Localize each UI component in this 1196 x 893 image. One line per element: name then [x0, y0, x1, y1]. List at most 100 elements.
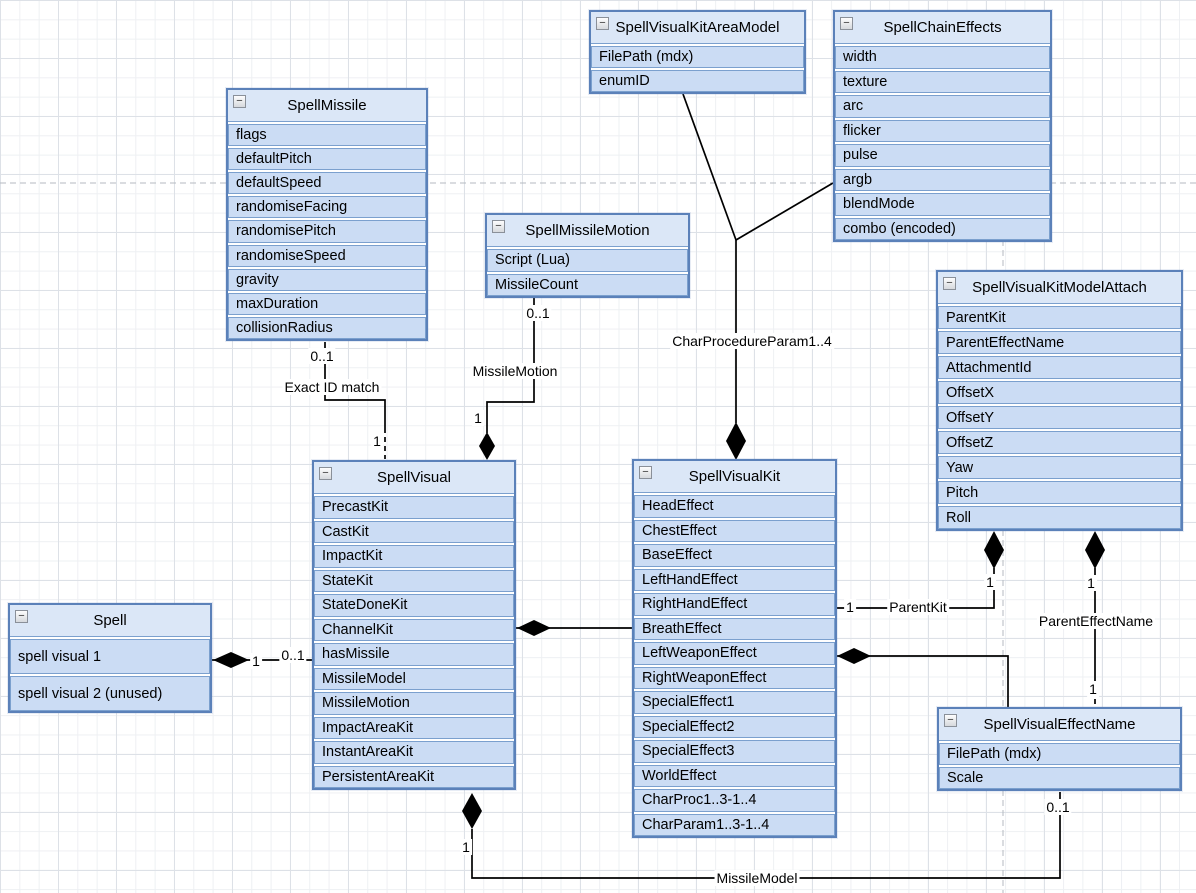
collapse-icon[interactable]: −	[233, 95, 246, 108]
attribute-row[interactable]: combo (encoded)	[835, 217, 1050, 240]
attribute-row[interactable]: ChannelKit	[314, 618, 514, 641]
attribute-row[interactable]: MissileCount	[487, 273, 688, 296]
attribute-row[interactable]: width	[835, 46, 1050, 69]
attribute-row[interactable]: ParentKit	[938, 306, 1181, 329]
entity-spellvisualeffectname[interactable]: − SpellVisualEffectName FilePath (mdx)Sc…	[937, 707, 1182, 791]
attribute-row[interactable]: WorldEffect	[634, 764, 835, 787]
attribute-row[interactable]: randomiseSpeed	[228, 244, 426, 267]
attribute-row[interactable]: OffsetZ	[938, 431, 1181, 454]
attribute-row[interactable]: SpecialEffect2	[634, 715, 835, 738]
attribute-row[interactable]: arc	[835, 95, 1050, 118]
attribute-row[interactable]: CastKit	[314, 520, 514, 543]
collapse-icon[interactable]: −	[319, 467, 332, 480]
attribute-row[interactable]: Roll	[938, 506, 1181, 529]
attribute-row[interactable]: MissileMotion	[314, 692, 514, 715]
connector-areamodel[interactable]	[682, 93, 737, 241]
attribute-row[interactable]: PrecastKit	[314, 496, 514, 519]
composition-diamond[interactable]	[517, 620, 551, 636]
attribute-row[interactable]: ParentEffectName	[938, 331, 1181, 354]
attribute-row[interactable]: FilePath (mdx)	[591, 46, 804, 68]
entity-header[interactable]: − SpellVisualKitAreaModel	[591, 12, 804, 44]
attribute-row[interactable]: Yaw	[938, 456, 1181, 479]
composition-diamond[interactable]	[837, 648, 871, 664]
attribute-row[interactable]: AttachmentId	[938, 356, 1181, 379]
attribute-row[interactable]: FilePath (mdx)	[939, 743, 1180, 765]
attribute-row[interactable]: maxDuration	[228, 292, 426, 315]
attribute-row[interactable]: SpecialEffect1	[634, 691, 835, 714]
connector-effectname[interactable]	[837, 655, 1009, 707]
entity-header[interactable]: − Spell	[10, 605, 210, 637]
attribute-row[interactable]: collisionRadius	[228, 316, 426, 339]
connector-exact-id-match[interactable]	[324, 342, 386, 428]
attribute-row[interactable]: ChestEffect	[634, 519, 835, 542]
entity-header[interactable]: − SpellMissileMotion	[487, 215, 688, 247]
attribute-row[interactable]: hasMissile	[314, 643, 514, 666]
entity-header[interactable]: − SpellChainEffects	[835, 12, 1050, 44]
collapse-icon[interactable]: −	[943, 277, 956, 290]
attribute-row[interactable]: enumID	[591, 70, 804, 92]
attribute-row[interactable]: defaultSpeed	[228, 172, 426, 195]
attribute-row[interactable]: spell visual 1	[10, 639, 210, 674]
attribute-row[interactable]: blendMode	[835, 193, 1050, 216]
connector-missilemotion[interactable]	[486, 298, 535, 433]
composition-diamond[interactable]	[984, 531, 1004, 569]
collapse-icon[interactable]: −	[840, 17, 853, 30]
attribute-row[interactable]: defaultPitch	[228, 148, 426, 171]
attribute-row[interactable]: ImpactKit	[314, 545, 514, 568]
attribute-row[interactable]: argb	[835, 168, 1050, 191]
entity-header[interactable]: − SpellMissile	[228, 90, 426, 122]
attribute-row[interactable]: texture	[835, 70, 1050, 93]
entity-header[interactable]: − SpellVisualKit	[634, 461, 835, 493]
attribute-row[interactable]: StateKit	[314, 569, 514, 592]
composition-diamond[interactable]	[213, 652, 249, 668]
attribute-row[interactable]: Pitch	[938, 481, 1181, 504]
attribute-row[interactable]: randomiseFacing	[228, 196, 426, 219]
attribute-row[interactable]: Script (Lua)	[487, 249, 688, 272]
attribute-row[interactable]: pulse	[835, 144, 1050, 167]
attribute-row[interactable]: PersistentAreaKit	[314, 765, 514, 788]
collapse-icon[interactable]: −	[492, 220, 505, 233]
attribute-row[interactable]: gravity	[228, 268, 426, 291]
collapse-icon[interactable]: −	[596, 17, 609, 30]
collapse-icon[interactable]: −	[639, 466, 652, 479]
attribute-row[interactable]: BaseEffect	[634, 544, 835, 567]
attribute-row[interactable]: MissileModel	[314, 667, 514, 690]
attribute-row[interactable]: CharProc1..3-1..4	[634, 789, 835, 812]
attribute-row[interactable]: RightWeaponEffect	[634, 666, 835, 689]
connector-chaineffects[interactable]	[735, 182, 834, 241]
entity-header[interactable]: − SpellVisual	[314, 462, 514, 494]
entity-spellmissilemotion[interactable]: − SpellMissileMotion Script (Lua)Missile…	[485, 213, 690, 298]
attribute-row[interactable]: OffsetY	[938, 406, 1181, 429]
attribute-row[interactable]: SpecialEffect3	[634, 740, 835, 763]
collapse-icon[interactable]: −	[15, 610, 28, 623]
attribute-row[interactable]: LeftHandEffect	[634, 568, 835, 591]
entity-spellvisualkitareamodel[interactable]: − SpellVisualKitAreaModel FilePath (mdx)…	[589, 10, 806, 94]
entity-header[interactable]: − SpellVisualEffectName	[939, 709, 1180, 741]
composition-diamond[interactable]	[1085, 531, 1105, 569]
attribute-row[interactable]: StateDoneKit	[314, 594, 514, 617]
attribute-row[interactable]: HeadEffect	[634, 495, 835, 518]
attribute-row[interactable]: flags	[228, 124, 426, 147]
attribute-row[interactable]: OffsetX	[938, 381, 1181, 404]
attribute-row[interactable]: spell visual 2 (unused)	[10, 676, 210, 711]
attribute-row[interactable]: InstantAreaKit	[314, 741, 514, 764]
attribute-row[interactable]: CharParam1..3-1..4	[634, 813, 835, 836]
composition-diamond[interactable]	[479, 432, 495, 460]
attribute-row[interactable]: Scale	[939, 767, 1180, 789]
attribute-row[interactable]: RightHandEffect	[634, 593, 835, 616]
attribute-row[interactable]: ImpactAreaKit	[314, 716, 514, 739]
collapse-icon[interactable]: −	[944, 714, 957, 727]
composition-diamond[interactable]	[726, 422, 746, 460]
attribute-row[interactable]: LeftWeaponEffect	[634, 642, 835, 665]
attribute-row[interactable]: BreathEffect	[634, 617, 835, 640]
entity-header[interactable]: − SpellVisualKitModelAttach	[938, 272, 1181, 304]
attribute-row[interactable]: randomisePitch	[228, 220, 426, 243]
attribute-row[interactable]: flicker	[835, 119, 1050, 142]
composition-diamond[interactable]	[462, 793, 482, 829]
